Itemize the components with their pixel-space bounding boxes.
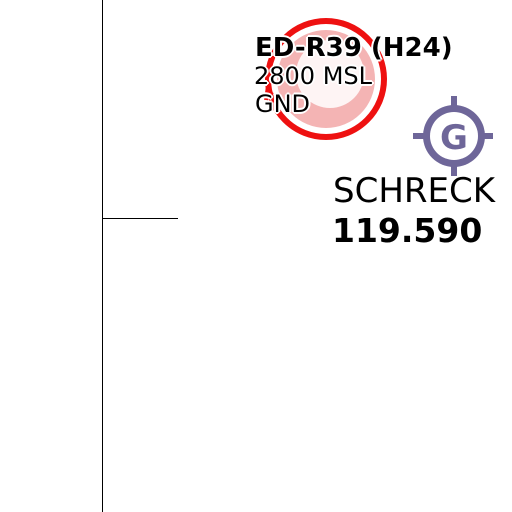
airfield-frequency: 119.590 [332,211,483,250]
restricted-area-highlight [296,40,364,108]
glider-airfield-icon[interactable]: G [413,96,493,176]
airspace-lower-limit: GND [255,90,311,118]
airfield-letter: G [440,118,468,158]
airfield-name: SCHRECK [333,171,496,211]
airspace-name: ED-R39 (H24) [255,33,453,63]
restricted-area-circle-icon[interactable] [264,18,387,140]
restricted-area-hatch [264,85,274,101]
airspace-upper-limit: 2800 MSL [254,62,373,90]
airfield-inner-disc [430,112,478,160]
